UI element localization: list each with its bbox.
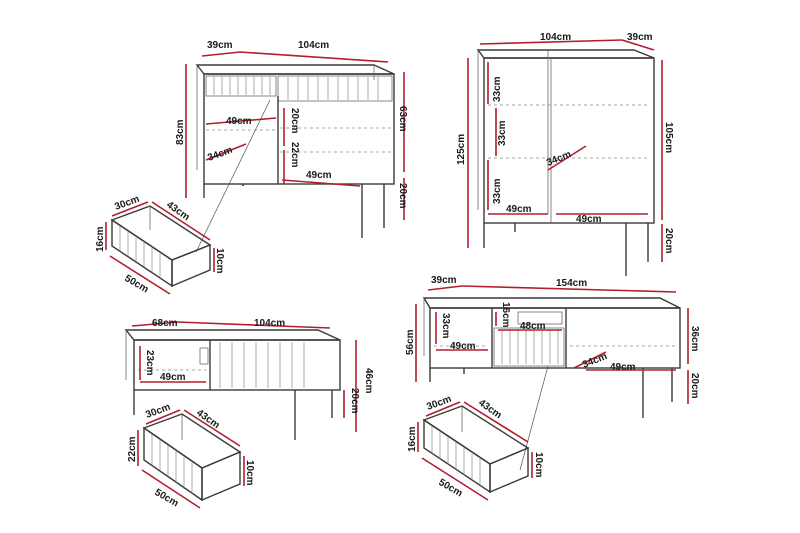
tv-bench-leg-height-label: 20cm — [689, 373, 700, 399]
vitrine-leg-height-label: 20cm — [663, 228, 674, 254]
vitrine-width-label: 104cm — [540, 32, 571, 43]
vitrine-shelf-width-left-label: 49cm — [506, 204, 532, 215]
tv-bench-body-height-label: 36cm — [689, 326, 700, 352]
coffee-table-compartment-width-label: 49cm — [160, 372, 186, 383]
sideboard-drawer-side-label: 10cm — [214, 248, 225, 274]
tv-bench-width-label: 154cm — [556, 278, 587, 289]
coffee-table-flutes — [219, 342, 305, 388]
vitrine-body-height-label: 105cm — [663, 122, 674, 153]
tv-bench-right-compartment-width-label: 49cm — [610, 362, 636, 373]
tv-drawer-side-label: 10cm — [533, 452, 544, 478]
vitrine-shelf-gap-2-label: 33cm — [497, 120, 508, 146]
tv-drawer: 30cm 43cm 16cm 50cm 10cm — [407, 394, 544, 501]
tv-bench: 39cm 154cm 56cm 36cm 20cm 33cm 49cm 16cm… — [405, 275, 700, 471]
vitrine-shelf-width-right-label: 49cm — [576, 214, 602, 225]
tv-bench-top-gap-label: 16cm — [500, 302, 511, 328]
coffee-table-height-label: 46cm — [363, 368, 374, 394]
sideboard-depth-label: 39cm — [207, 40, 233, 51]
sideboard-flutes — [213, 77, 379, 100]
tv-bench-middle-width-label: 48cm — [520, 321, 546, 332]
sideboard-drawer-height-label: 16cm — [95, 226, 106, 252]
coffee-drawer-height-label: 22cm — [127, 436, 138, 462]
sideboard-drawer: 30cm 43cm 16cm 50cm 10cm — [95, 194, 225, 296]
coffee-table: 68cm 104cm 46cm 20cm 23cm 49cm — [124, 318, 374, 440]
coffee-table-depth-label: 68cm — [152, 318, 178, 329]
sideboard-compartment-top-label: 20cm — [289, 108, 300, 134]
coffee-drawer-side-label: 10cm — [244, 460, 255, 486]
coffee-table-width-label: 104cm — [254, 318, 285, 329]
vitrine-shelf-depth-label: 34cm — [545, 149, 573, 169]
tv-drawer-front-label: 50cm — [437, 477, 465, 499]
coffee-drawer-depth-label: 30cm — [144, 402, 172, 421]
tv-bench-flutes — [501, 330, 559, 364]
coffee-drawer-inner-depth-label: 43cm — [194, 407, 221, 431]
coffee-table-leg-height-label: 20cm — [349, 388, 360, 414]
tv-drawer-height-label: 16cm — [407, 426, 418, 452]
sideboard-shelf-depth-label: 34cm — [206, 145, 234, 164]
sideboard-width-label: 104cm — [298, 40, 329, 51]
tv-bench-height-label: 56cm — [405, 329, 416, 355]
vitrine-height-label: 125cm — [456, 134, 467, 165]
coffee-drawer-front-label: 50cm — [153, 487, 181, 509]
vitrine-shelf-gap-1-label: 33cm — [492, 76, 503, 102]
sideboard-shelf-width-bottom-label: 49cm — [306, 170, 332, 181]
tv-bench-left-compartment-height-label: 33cm — [440, 313, 451, 339]
sideboard-body-height-label: 63cm — [397, 106, 408, 132]
coffee-drawer: 30cm 43cm 22cm 50cm 10cm — [127, 402, 255, 510]
sideboard-height-label: 83cm — [175, 119, 186, 145]
sideboard: 39cm 104cm 83cm 63cm 20cm 49cm 49cm 34cm… — [175, 40, 408, 253]
sideboard-shelf-width-top-label: 49cm — [226, 116, 252, 127]
vitrine-depth-label: 39cm — [627, 32, 653, 43]
vitrine-shelf-gap-3-label: 33cm — [492, 178, 503, 204]
tv-bench-depth-label: 39cm — [431, 275, 457, 286]
coffee-table-compartment-height-label: 23cm — [144, 350, 155, 376]
vitrine: 104cm 39cm 125cm 105cm 20cm 33cm 33cm 33… — [456, 32, 674, 276]
sideboard-compartment-bottom-label: 22cm — [289, 142, 300, 168]
sideboard-leg-height-label: 20cm — [397, 183, 408, 209]
tv-bench-left-compartment-width-label: 49cm — [450, 341, 476, 352]
sideboard-drawer-front-label: 50cm — [123, 273, 151, 295]
